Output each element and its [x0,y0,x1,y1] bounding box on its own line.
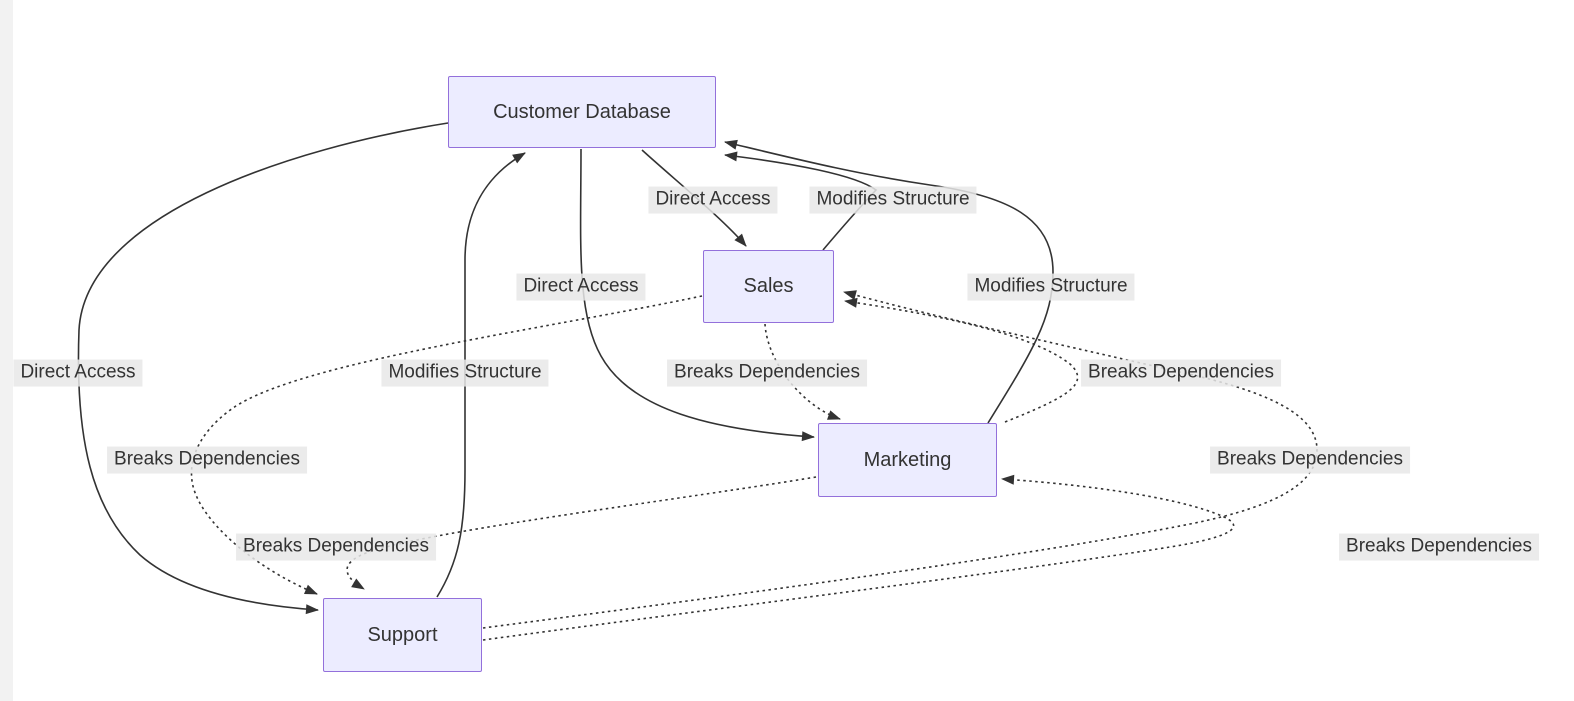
edge-marketing-to-customer-database-line [724,139,1054,424]
node-support: Support [323,598,482,672]
edge-marketing-to-support-line [346,476,817,590]
edge-label-breaks-dependencies-marketing-sales: Breaks Dependencies [1081,359,1281,387]
left-margin-strip [0,0,13,701]
edge-label-direct-access-marketing: Direct Access [516,273,646,301]
node-sales: Sales [703,250,834,323]
edge-support-to-marketing-line [482,474,1235,641]
node-marketing: Marketing [818,423,997,497]
edge-label-breaks-dependencies-support-sales: Breaks Dependencies [1210,446,1410,474]
edge-customer-database-to-support-line [77,122,449,615]
edge-label-breaks-dependencies-support-marketing: Breaks Dependencies [1339,533,1539,561]
edge-label-direct-access-sales: Direct Access [648,186,778,214]
edge-label-direct-access-support: Direct Access [13,359,143,387]
edge-label-modifies-structure-marketing: Modifies Structure [967,273,1135,301]
edge-label-modifies-structure-sales: Modifies Structure [809,186,977,214]
edge-label-breaks-dependencies-sales-support: Breaks Dependencies [107,446,307,474]
edge-label-breaks-dependencies-sales-marketing: Breaks Dependencies [667,359,867,387]
edge-customer-database-to-marketing-line [579,148,815,442]
edge-sales-to-support-line [190,295,703,595]
edge-marketing-to-sales-line [844,297,1079,423]
edge-label-modifies-structure-support: Modifies Structure [381,359,549,387]
node-customer-database: Customer Database [448,76,716,148]
edge-label-breaks-dependencies-marketing-support: Breaks Dependencies [236,533,436,561]
